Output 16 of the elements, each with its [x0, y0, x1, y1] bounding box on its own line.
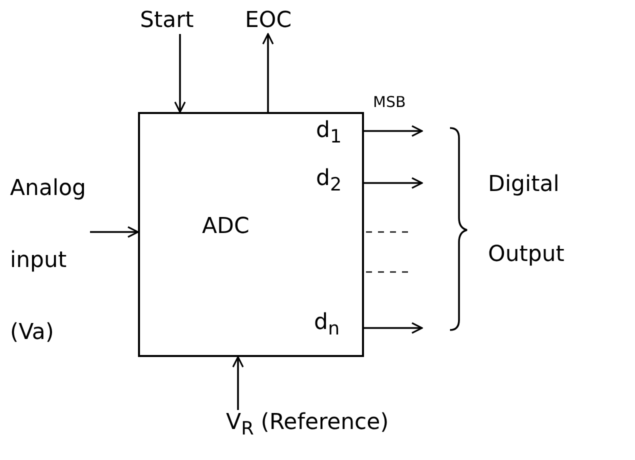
arrow [364, 322, 423, 334]
pin-label: d$_{2}$ [316, 166, 342, 196]
signal-label: Start [140, 8, 194, 34]
arrow [262, 33, 274, 112]
arrow [364, 177, 423, 189]
arrow [90, 226, 139, 238]
signal-label: V$_{R}$ (Reference) [226, 410, 389, 440]
signal-label: EOC [245, 8, 292, 34]
pin-label: d$_{1}$ [316, 118, 342, 148]
signal-label: Analog input (Va) [10, 153, 90, 369]
edge-label: MSB [372, 94, 407, 110]
pin-label: d$_{n}$ [314, 310, 340, 340]
arrow [232, 356, 244, 410]
arrow [174, 34, 186, 113]
arrow [364, 125, 423, 137]
output-label: Digital Output [488, 171, 566, 269]
